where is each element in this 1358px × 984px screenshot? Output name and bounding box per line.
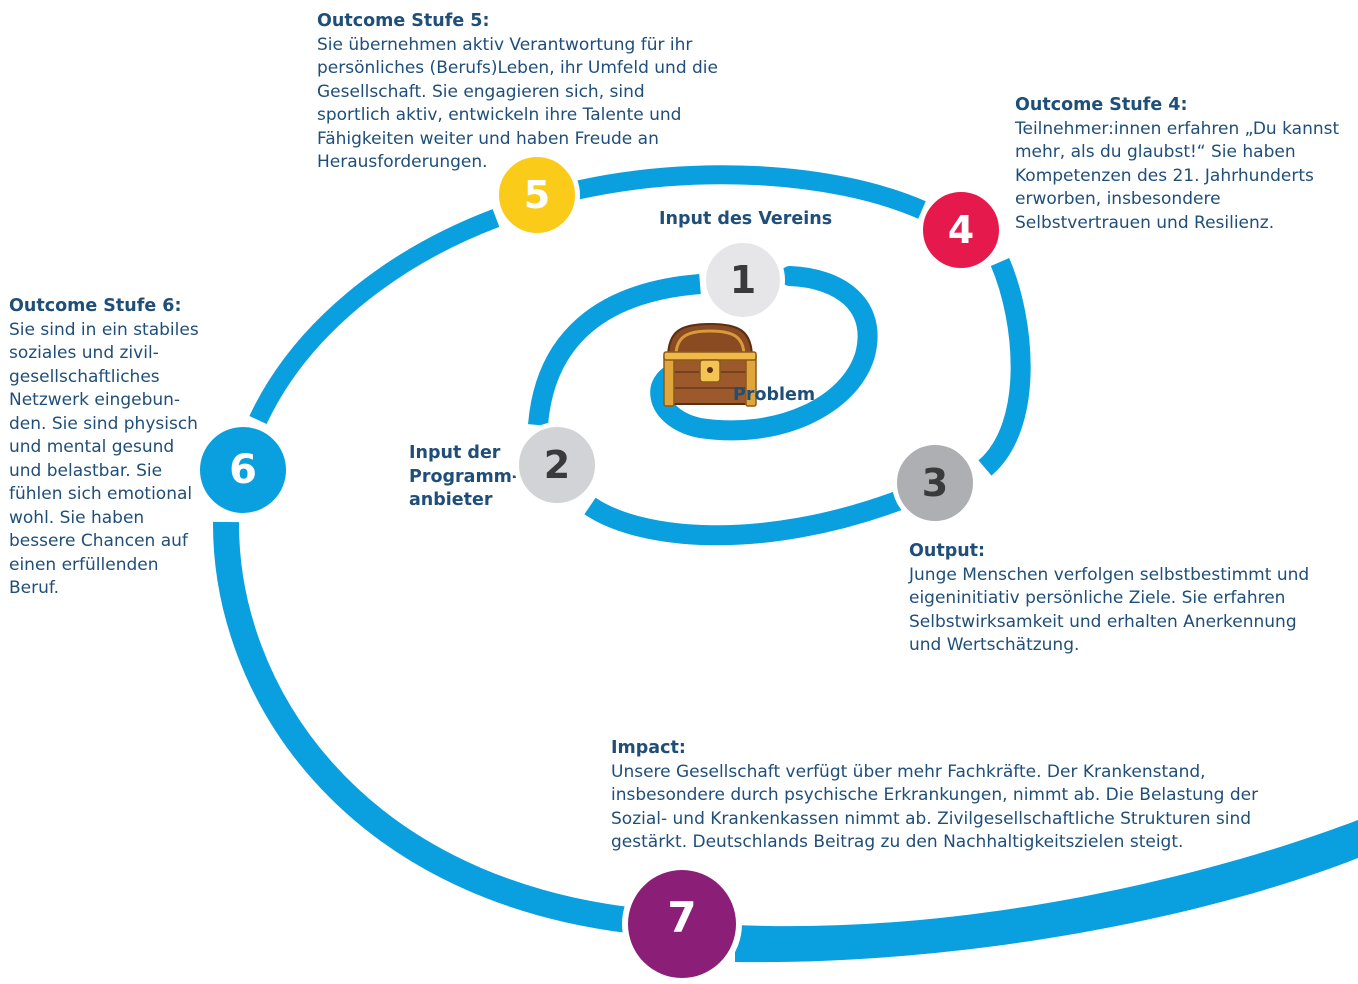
step-6-outcome-text: Outcome Stufe 6: Sie sind in ein stabile… <box>9 295 209 601</box>
treasure-chest-icon <box>663 322 757 407</box>
step-7-impact-text: Impact: Unsere Gesellschaft verfügt über… <box>611 737 1291 855</box>
problem-label: Problem <box>733 385 816 405</box>
step-5-number: 5 <box>523 173 551 217</box>
step-1-label: Input des Vereins <box>659 209 833 229</box>
step-4-description: Teilnehmer:innen erfahren „Du kannst meh… <box>1015 118 1340 233</box>
step-3-heading: Output: <box>909 541 986 561</box>
step-6-number: 6 <box>229 447 257 493</box>
step-7-circle: 7 <box>622 864 742 984</box>
step-2-label: Input der Programm- anbieter <box>409 443 520 510</box>
step-6-description: Sie sind in ein stabiles soziales und zi… <box>9 319 199 599</box>
step-4-circle: 4 <box>918 187 1004 273</box>
step-5-description: Sie übernehmen aktiv Verantwortung für i… <box>317 34 718 173</box>
step-5-circle: 5 <box>494 152 580 238</box>
step-3-description: Junge Menschen verfolgen selbstbestimmt … <box>909 564 1310 656</box>
step-7-description: Unsere Gesellschaft verfügt über mehr Fa… <box>611 761 1259 853</box>
step-3-circle: 3 <box>892 440 978 526</box>
step-5-outcome-text: Outcome Stufe 5: Sie übernehmen aktiv Ve… <box>317 10 747 175</box>
step-7-heading: Impact: <box>611 738 686 758</box>
step-3-number: 3 <box>921 461 949 505</box>
step-1-circle: 1 <box>701 238 785 322</box>
step-2-circle: 2 <box>514 422 600 508</box>
step-6-heading: Outcome Stufe 6: <box>9 296 182 316</box>
step-7-number: 7 <box>667 893 697 942</box>
step-6-circle: 6 <box>195 422 291 518</box>
step-4-heading: Outcome Stufe 4: <box>1015 95 1188 115</box>
step-4-outcome-text: Outcome Stufe 4: Teilnehmer:innen erfahr… <box>1015 94 1355 235</box>
step-1-number: 1 <box>729 258 757 302</box>
step-5-heading: Outcome Stufe 5: <box>317 11 490 31</box>
step-3-output-text: Output: Junge Menschen verfolgen selbstb… <box>909 540 1349 658</box>
step-4-number: 4 <box>947 208 975 252</box>
step-2-number: 2 <box>543 443 571 487</box>
